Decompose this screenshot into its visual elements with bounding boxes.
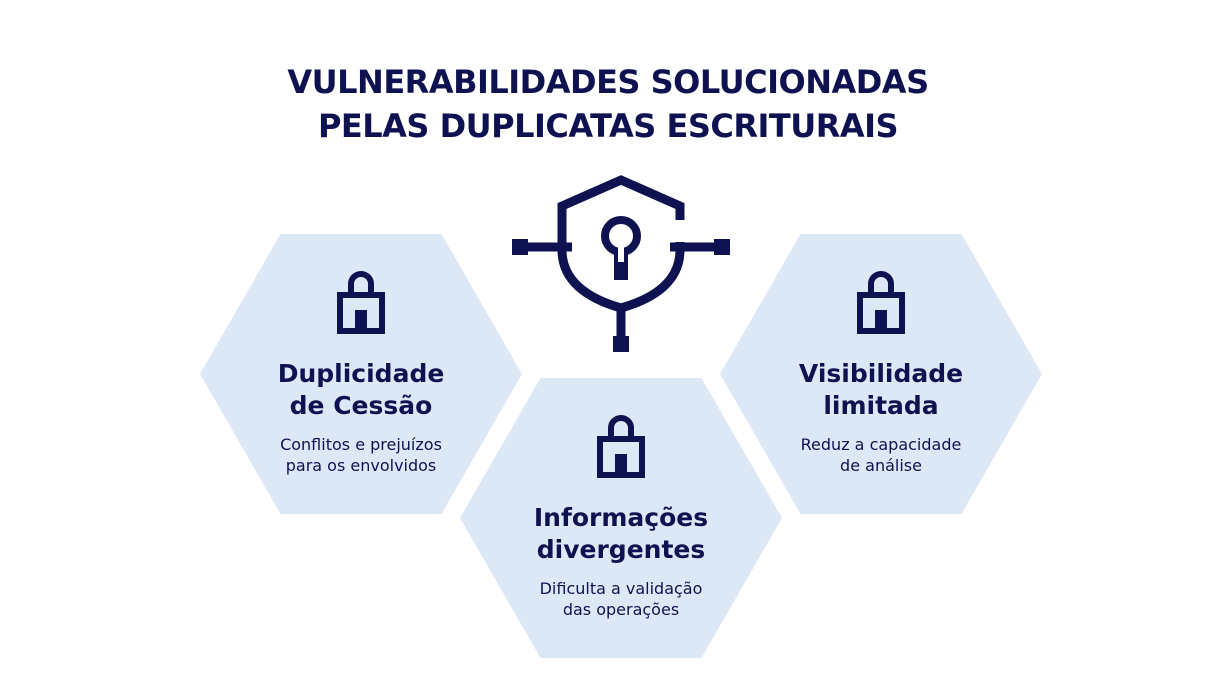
page-title-line-2: PELAS DUPLICATAS ESCRITURAIS [317, 107, 899, 145]
card-title: Duplicidade de Cessão [200, 358, 522, 422]
padlock-icon [337, 271, 385, 334]
card-description-line-2: para os envolvidos [285, 456, 437, 475]
card-informacoes-divergentes: Informações divergentes Dificulta a vali… [460, 378, 782, 658]
card-duplicidade-de-cessao: Duplicidade de Cessão Conflitos e prejuí… [200, 234, 522, 514]
card-title-line-2: divergentes [536, 535, 706, 564]
card-description-line-1: Dificulta a validação [539, 579, 703, 598]
card-title-line-1: Duplicidade [277, 359, 445, 388]
card-description: Reduz a capacidade de análise [720, 434, 1042, 476]
card-description-line-2: de análise [840, 456, 922, 475]
card-description-line-1: Reduz a capacidade [800, 435, 962, 454]
card-description: Dificulta a validação das operações [460, 578, 782, 620]
card-title-line-2: limitada [823, 391, 939, 420]
card-title-line-2: de Cessão [289, 391, 433, 420]
padlock-icon [597, 415, 645, 478]
card-description-line-2: das operações [562, 600, 680, 619]
shield-keyhole-network-icon [512, 175, 730, 352]
page-title: VULNERABILIDADES SOLUCIONADAS PELAS DUPL… [0, 60, 1216, 148]
card-description: Conflitos e prejuízos para os envolvidos [200, 434, 522, 476]
card-title: Visibilidade limitada [720, 358, 1042, 422]
card-title-line-1: Informações [533, 503, 709, 532]
card-description-line-1: Conflitos e prejuízos [280, 435, 442, 454]
page-title-line-1: VULNERABILIDADES SOLUCIONADAS [287, 63, 929, 101]
padlock-icon [857, 271, 905, 334]
card-title: Informações divergentes [460, 502, 782, 566]
card-visibilidade-limitada: Visibilidade limitada Reduz a capacidade… [720, 234, 1042, 514]
card-title-line-1: Visibilidade [798, 359, 964, 388]
